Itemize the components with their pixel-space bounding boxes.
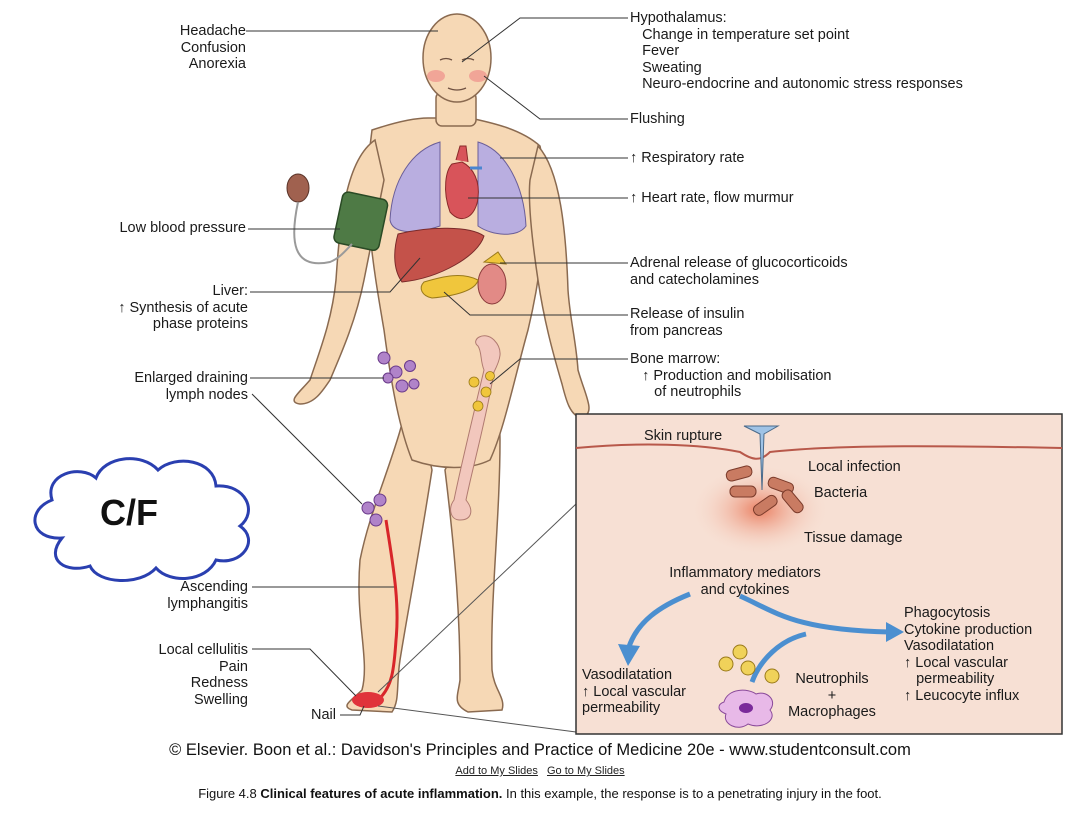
label-hypothalamus: Hypothalamus: Change in temperature set … [630,10,963,92]
bacteria [725,465,804,516]
lymph-nodes-knee [361,493,387,527]
figure-caption: Figure 4.8 Clinical features of acute in… [0,786,1080,801]
label-liver: Liver: ↑ Synthesis of acute phase protei… [118,283,248,332]
inset-local-infection: Local infection [808,459,901,475]
label-bone-marrow: Bone marrow: ↑ Production and mobilisati… [630,351,832,400]
label-cellulitis: Local cellulitis Pain Redness Swelling [158,642,248,708]
leader-lines [246,17,628,733]
foot-cellulitis [352,692,384,708]
skin-surface [575,443,1063,460]
lymph-nodes-pelvis [377,351,420,393]
femur [450,335,501,521]
inset-neutrophils: Neutrophils + Macrophages [788,671,876,720]
slide-links: Add to My Slides Go to My Slides [0,765,1080,777]
cf-cloud-text: C/F [100,492,158,533]
caption-prefix: Figure 4.8 [198,786,261,801]
inset-panel [575,413,1063,735]
inset-bacteria: Bacteria [814,485,868,501]
label-low-blood-pressure: Low blood pressure [119,220,246,236]
left-arm [293,138,385,405]
label-flushing: Flushing [630,111,685,127]
nail [743,425,780,491]
label-lymph-nodes: Enlarged draining lymph nodes [134,370,248,403]
add-to-my-slides-link[interactable]: Add to My Slides [455,765,538,777]
cf-cloud [33,457,251,582]
arrow-neutrophil [749,631,807,683]
inset-tissue-damage: Tissue damage [804,530,903,546]
flush-right [469,70,487,82]
go-to-my-slides-link[interactable]: Go to My Slides [546,765,625,777]
head [422,13,492,103]
kidney [477,263,507,305]
neutrophil-cells [718,644,780,684]
heart-vessels [455,145,469,163]
label-insulin: Release of insulin from pancreas [630,306,745,339]
label-nail: Nail [311,707,336,723]
credit-line: © Elsevier. Boon et al.: Davidson's Prin… [169,741,911,759]
right-arm [528,144,590,419]
bp-cuff [333,191,389,252]
label-respiratory-rate: ↑ Respiratory rate [630,150,745,166]
flush-left [427,70,445,82]
pancreas [420,275,479,299]
inset-right-effects: Phagocytosis Cytokine production Vasodil… [904,605,1033,704]
heart [445,161,479,219]
inset-skin-rupture: Skin rupture [644,428,723,444]
liver [394,227,485,283]
label-lymphangitis: Ascending lymphangitis [167,579,248,612]
label-heart-rate: ↑ Heart rate, flow murmur [630,190,794,206]
caption-rest: In this example, the response is to a pe… [502,786,882,801]
adrenal-gland [482,251,507,265]
caption-title: Clinical features of acute inflammation. [260,786,503,801]
inset-mediators: Inflammatory mediators and cytokines [669,565,821,598]
right-lung [477,141,527,235]
arrow-left [625,591,691,651]
label-headache: Headache Confusion Anorexia [179,23,246,72]
arrow-right [738,593,891,635]
lymphangitis-streak [378,519,399,700]
inset-left-effects: Vasodilatation ↑ Local vascular permeabi… [582,667,686,716]
face [439,57,475,91]
bp-bulb [286,173,310,203]
label-adrenal: Adrenal release of glucocorticoids and c… [630,255,848,288]
bone-marrow-cells [468,371,495,412]
